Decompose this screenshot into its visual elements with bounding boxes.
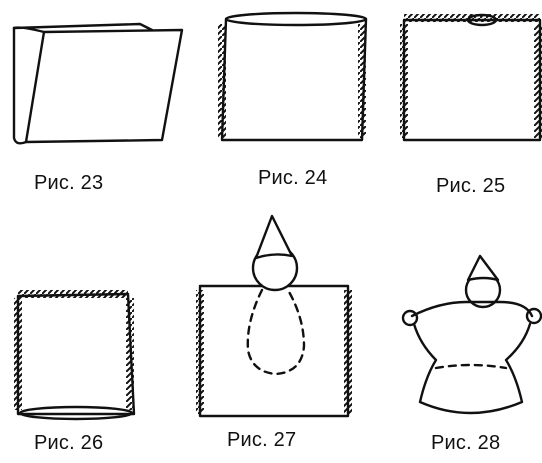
figure-24-square bbox=[218, 13, 366, 140]
figure-28-finished-doll bbox=[403, 256, 541, 413]
figure-25-square-hemmed bbox=[400, 14, 542, 140]
figure-26-square-rolled bbox=[14, 290, 134, 419]
caption-figure-28: Рис. 28 bbox=[431, 432, 500, 455]
caption-figure-26: Рис. 26 bbox=[34, 432, 103, 455]
caption-figure-24: Рис. 24 bbox=[258, 167, 327, 190]
caption-figure-25: Рис. 25 bbox=[436, 175, 505, 198]
caption-figure-23: Рис. 23 bbox=[34, 172, 103, 195]
caption-figure-27: Рис. 27 bbox=[227, 429, 296, 452]
figure-23-folded-sheet bbox=[14, 24, 182, 143]
figure-27-doll-assembly bbox=[196, 216, 352, 416]
